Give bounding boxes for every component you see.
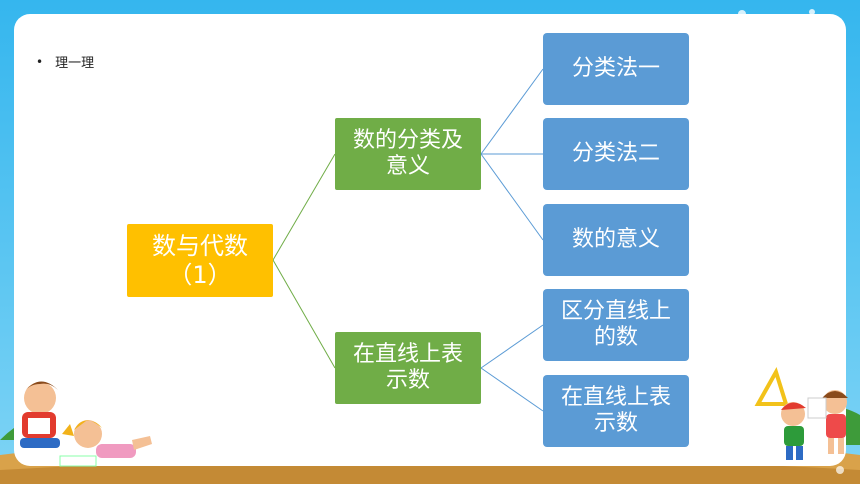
- leaf-node-distinguish-numbers: 区分直线上 的数: [543, 289, 689, 361]
- bullet-text: 理一理: [55, 56, 95, 71]
- branch-node-label: 在直线上表 示数: [352, 341, 463, 393]
- connector-root-branch-1: [272, 153, 336, 261]
- leaf-node-meaning: 数的意义: [543, 204, 689, 276]
- connector-branch-2-leaf-2: [480, 367, 544, 412]
- branch-node-classification: 数的分类及 意义: [335, 118, 481, 190]
- girl-with-paper-figure: [807, 390, 848, 454]
- boy-reading-figure: [18, 381, 60, 456]
- boy-with-ruler-figure: [754, 366, 806, 460]
- leaf-node-represent-numbers: 在直线上表 示数: [543, 375, 689, 447]
- connector-branch-2-leaf-1: [480, 324, 544, 369]
- branch-node-label: 数的分类及 意义: [352, 127, 463, 179]
- connector-branch-1-leaf-3: [480, 153, 544, 241]
- leaf-node-label: 数的意义: [571, 226, 660, 252]
- leaf-node-label: 分类法二: [571, 140, 660, 166]
- leaf-node-method-two: 分类法二: [543, 118, 689, 190]
- leaf-node-method-one: 分类法一: [543, 33, 689, 105]
- bullet-dot: •: [36, 54, 44, 69]
- root-node-label: 数与代数 （1）: [152, 231, 248, 289]
- girl-lying-figure: [59, 420, 152, 467]
- mindmap-root-node: 数与代数 （1）: [127, 224, 273, 297]
- leaf-node-label: 在直线上表 示数: [560, 384, 671, 436]
- leaf-node-label: 分类法一: [571, 55, 660, 81]
- bullet-heading: • 理一理: [36, 52, 95, 72]
- leaf-node-label: 区分直线上 的数: [560, 298, 671, 350]
- connector-branch-1-leaf-1: [480, 68, 544, 155]
- branch-node-number-line: 在直线上表 示数: [335, 332, 481, 404]
- connector-root-branch-2: [272, 259, 336, 369]
